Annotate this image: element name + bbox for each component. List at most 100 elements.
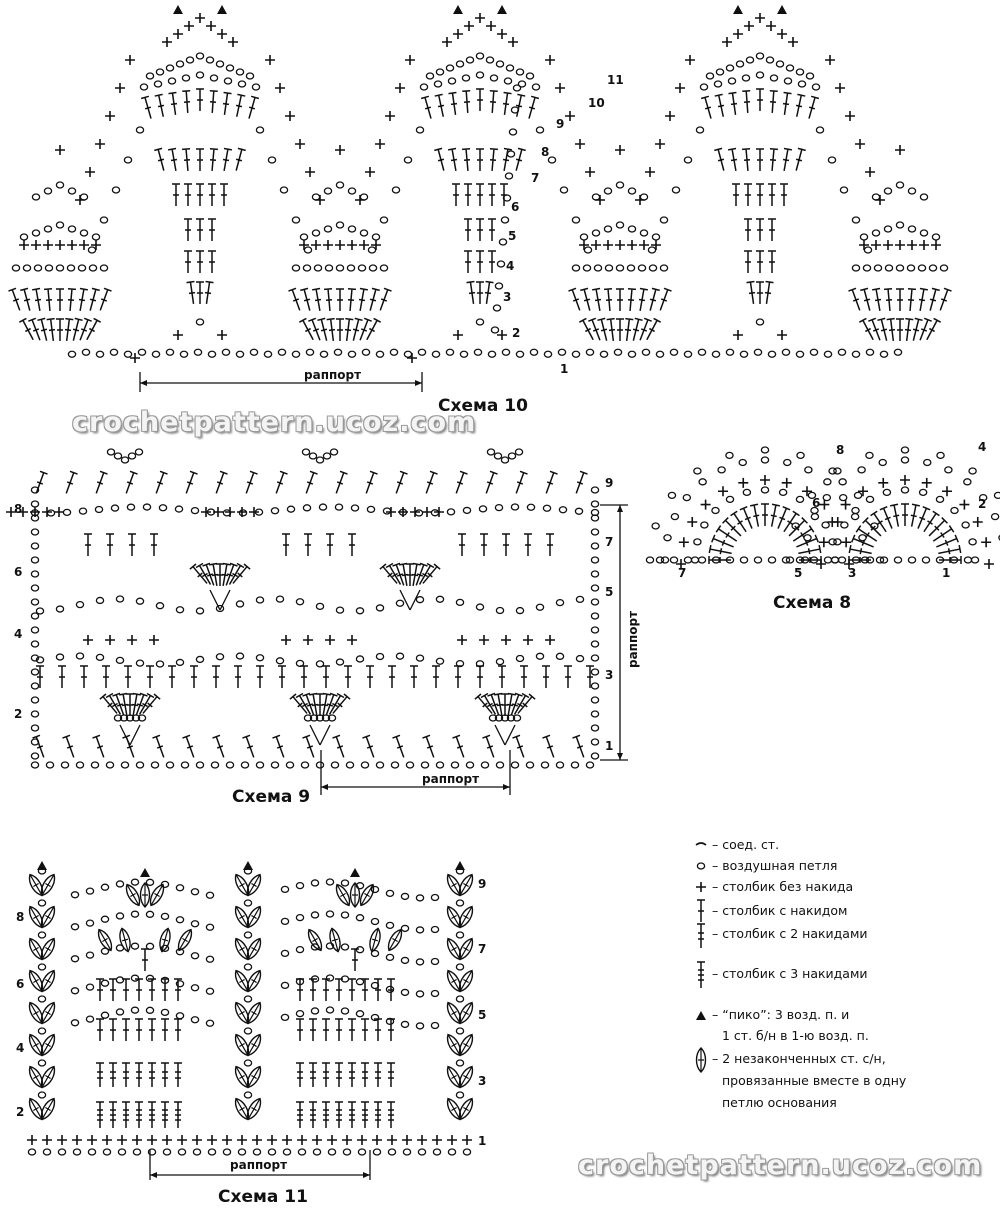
chain-stitch-icon: [725, 348, 735, 356]
picot-icon: [733, 5, 743, 14]
chain-stitch-icon: [387, 1148, 397, 1156]
chain-stitch-icon: [135, 761, 145, 769]
chain-stitch-icon: [366, 505, 376, 514]
double-crochet-icon: [889, 503, 904, 529]
chain-stitch-icon: [430, 893, 440, 902]
chain-stitch-icon: [858, 534, 867, 542]
double-crochet-icon: [906, 503, 921, 529]
chain-stitch-icon: [267, 1148, 277, 1156]
single-crochet-icon: [358, 239, 370, 251]
double-crochet-icon: [207, 147, 219, 173]
chain-stitch-icon: [297, 1148, 307, 1156]
double-crochet-icon: [255, 665, 265, 689]
double-crochet-icon: [219, 147, 233, 173]
chain-stitch-icon: [389, 348, 399, 356]
chain-stitch-icon: [179, 350, 189, 358]
chain-stitch-icon: [243, 1027, 253, 1035]
chain-stitch-icon: [120, 761, 130, 769]
chain-stitch-icon: [311, 229, 321, 237]
double-crochet-icon: [915, 287, 929, 313]
scheme-9-row-9: 9: [605, 476, 614, 490]
double-crochet-icon: [457, 533, 467, 557]
chain-stitch-icon: [430, 989, 440, 998]
chain-stitch-icon: [543, 350, 553, 358]
single-crochet-icon: [478, 634, 490, 646]
double-treble-icon: [308, 1101, 318, 1129]
chain-stitch-icon: [87, 246, 97, 254]
chain-stitch-icon: [739, 350, 749, 358]
chain-stitch-icon: [45, 761, 55, 769]
single-crochet-icon: [854, 138, 866, 150]
chain-stitch-icon: [324, 264, 334, 272]
chain-stitch-icon: [223, 77, 233, 85]
chain-stitch-icon: [583, 246, 593, 254]
chain-stitch-icon: [333, 348, 343, 356]
chain-stitch-icon: [37, 899, 47, 907]
double-treble-icon: [347, 1101, 357, 1129]
single-crochet-icon: [461, 1134, 473, 1146]
chain-stitch-icon: [361, 348, 371, 356]
chain-stitch-icon: [190, 506, 200, 515]
picot-icon: [217, 5, 227, 14]
chain-stitch-icon: [126, 503, 136, 511]
chain-stitch-icon: [795, 350, 805, 358]
chain-stitch-icon: [970, 556, 980, 564]
chain-stitch-icon: [626, 264, 636, 272]
double-crochet-icon: [387, 665, 397, 689]
chain-stitch-icon: [235, 350, 245, 358]
scheme-9-row-6: 6: [14, 565, 23, 579]
arrow-head: [617, 505, 623, 512]
double-crochet-icon: [487, 218, 497, 242]
chain-stitch-icon: [205, 1019, 215, 1027]
single-crochet-icon: [674, 82, 686, 94]
single-crochet-icon: [743, 20, 755, 32]
double-crochet-icon: [848, 544, 874, 559]
chain-stitch-icon: [225, 64, 235, 72]
chain-stitch-icon: [865, 348, 875, 356]
single-crochet-icon: [183, 20, 195, 32]
chain-stitch-icon: [717, 466, 726, 474]
chain-stitch-icon: [514, 448, 524, 456]
chain-stitch-icon: [368, 264, 378, 272]
double-crochet-icon: [233, 665, 243, 689]
treble-crochet-icon: [173, 1062, 183, 1088]
double-crochet-icon: [7, 287, 25, 313]
double-crochet-icon: [95, 1018, 105, 1042]
chain-stitch-icon: [11, 264, 21, 272]
scheme-8-row-1: 1: [942, 566, 951, 580]
chain-stitch-icon: [367, 246, 377, 254]
single-crochet-icon: [53, 506, 65, 518]
chain-stitch-icon: [33, 264, 43, 272]
single-crochet-icon: [370, 239, 382, 251]
double-crochet-icon: [755, 281, 765, 305]
chain-stitch-icon: [917, 264, 927, 272]
single-crochet-icon: [324, 634, 336, 646]
chain-stitch-icon: [145, 942, 155, 950]
chain-stitch-icon: [711, 350, 721, 358]
treble-crochet-icon: [121, 1062, 131, 1088]
chain-stitch-icon: [462, 506, 472, 515]
chain-stitch-icon: [900, 446, 910, 454]
double-crochet-icon: [241, 470, 259, 496]
double-crochet-icon: [295, 1018, 305, 1042]
chain-stitch-icon: [30, 761, 40, 769]
single-crochet-icon: [522, 634, 534, 646]
chain-stitch-icon: [590, 710, 600, 718]
chain-stitch-icon: [645, 556, 655, 564]
chain-stitch-icon: [615, 181, 625, 189]
chain-stitch-icon: [81, 348, 91, 356]
chain-stitch-icon: [878, 458, 887, 467]
chain-stitch-icon: [415, 1022, 425, 1030]
legend-item-picot: – “пико”: 3 возд. п. и: [712, 1007, 850, 1022]
single-crochet-icon: [216, 28, 228, 40]
single-crochet-icon: [346, 634, 358, 646]
scheme-11-row-7: 7: [478, 942, 487, 956]
double-crochet-icon: [420, 95, 436, 121]
chain-stitch-icon: [507, 452, 517, 460]
double-treble-icon: [95, 1101, 105, 1129]
chain-stitch-icon: [382, 507, 392, 515]
chain-stitch-icon: [871, 193, 881, 201]
double-crochet-icon: [605, 317, 619, 343]
treble-crochet-icon: [108, 1062, 118, 1088]
double-crochet-icon: [219, 91, 233, 117]
